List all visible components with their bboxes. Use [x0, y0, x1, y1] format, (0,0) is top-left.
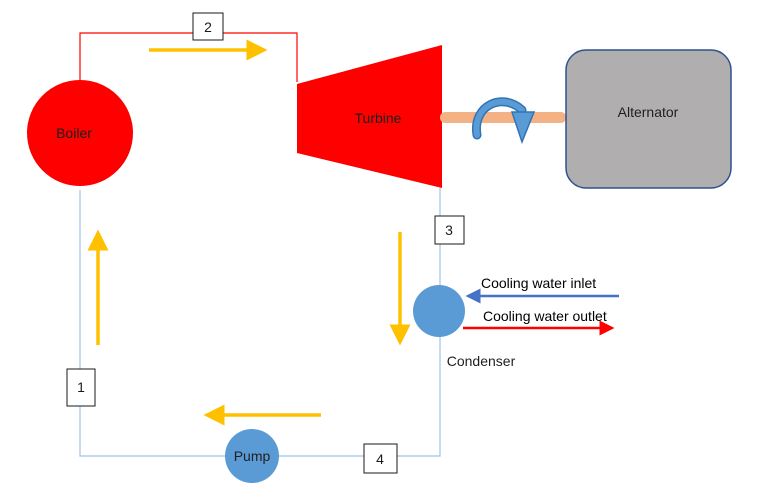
- alternator-label: Alternator: [618, 104, 679, 120]
- state-point-2: 2: [192, 12, 224, 41]
- pump-label: Pump: [234, 448, 271, 464]
- alternator: [565, 49, 732, 189]
- condenser-label: Condenser: [447, 353, 516, 369]
- state-point-3-label: 3: [445, 222, 453, 238]
- rotation-arrow-icon: [472, 97, 536, 145]
- cooling-water-outlet-label: Cooling water outlet: [483, 308, 607, 324]
- state-point-4-label: 4: [376, 451, 384, 467]
- boiler: [27, 80, 133, 186]
- state-point-1: 1: [66, 368, 96, 407]
- state-point-3: 3: [434, 215, 465, 245]
- condenser: [413, 285, 465, 337]
- cooling-water-inlet-label: Cooling water inlet: [481, 275, 596, 291]
- state-point-4: 4: [363, 443, 398, 474]
- shaft: [440, 112, 566, 123]
- turbine: [297, 45, 442, 188]
- steam-line: [79, 32, 298, 82]
- boiler-label: Boiler: [56, 125, 92, 141]
- turbine-label: Turbine: [355, 110, 402, 126]
- state-point-1-label: 1: [77, 379, 85, 395]
- pump: [225, 429, 279, 483]
- state-point-2-label: 2: [204, 19, 212, 35]
